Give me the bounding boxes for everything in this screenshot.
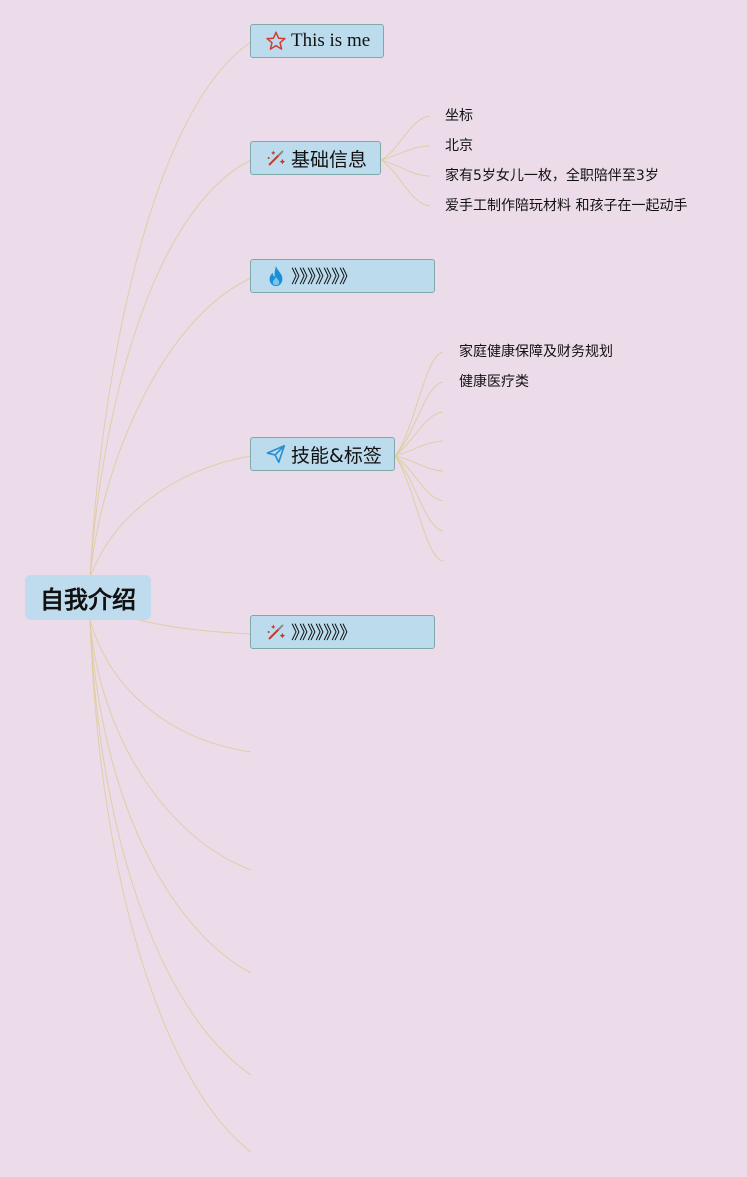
topic-label: 技能&标签 [291,444,382,467]
topic-wand[interactable]: 》》》》》》》 [250,615,435,649]
connector-root-skills [89,455,252,579]
paper-plane-icon [265,443,287,465]
connector-basic-info-child-2 [380,145,431,161]
leaf-basic-info-3[interactable]: 家有5岁女儿一枚，全职陪伴至3岁 [445,168,659,184]
magic-wand-icon [265,147,287,169]
connector-basic-info-child-4 [380,159,431,207]
root-node[interactable]: 自我介绍 [25,575,151,620]
leaf-skills-1[interactable]: 家庭健康保障及财务规划 [459,344,613,360]
leaf-basic-info-2[interactable]: 北京 [445,138,473,154]
connector-root-this-is-me [89,41,252,579]
fire-icon [265,265,287,287]
star-icon [265,30,287,52]
connector-skills-child-4 [394,440,444,457]
topic-skills-tags[interactable]: 技能&标签 [250,437,395,471]
connector-root-empty-4 [89,619,252,1076]
topic-label: 》》》》》》》 [291,267,357,288]
connector-skills-child-6 [394,455,444,502]
connector-root-empty-2 [89,619,252,871]
topic-basic-info[interactable]: 基础信息 [250,141,381,175]
magic-wand-icon [265,621,287,643]
leaf-skills-2[interactable]: 健康医疗类 [459,374,529,390]
connector-skills-child-3 [394,411,444,457]
connector-skills-child-7 [394,455,444,532]
connector-skills-child-1 [394,351,444,457]
topic-fire[interactable]: 》》》》》》》 [250,259,435,293]
connector-root-empty-5 [89,619,252,1153]
topic-this-is-me[interactable]: This is me [250,24,384,58]
connector-root-topic-5 [139,619,252,635]
connector-root-empty-1 [89,619,252,753]
connector-skills-child-2 [394,381,444,457]
topic-label: This is me [291,30,371,51]
connector-basic-info-child-3 [380,159,431,177]
connector-root-empty-3 [89,619,252,974]
connector-basic-info-child-1 [380,115,431,161]
connector-skills-child-8 [394,455,444,562]
connector-skills-child-5 [394,455,444,472]
leaf-basic-info-1[interactable]: 坐标 [445,108,473,124]
connector-root-topic-3 [89,277,252,579]
topic-label: 》》》》》》》 [291,623,357,644]
root-label: 自我介绍 [40,586,136,614]
connector-root-basic-info [89,159,252,579]
leaf-basic-info-4[interactable]: 爱手工制作陪玩材料 和孩子在一起动手 [445,198,688,214]
topic-label: 基础信息 [291,148,368,171]
